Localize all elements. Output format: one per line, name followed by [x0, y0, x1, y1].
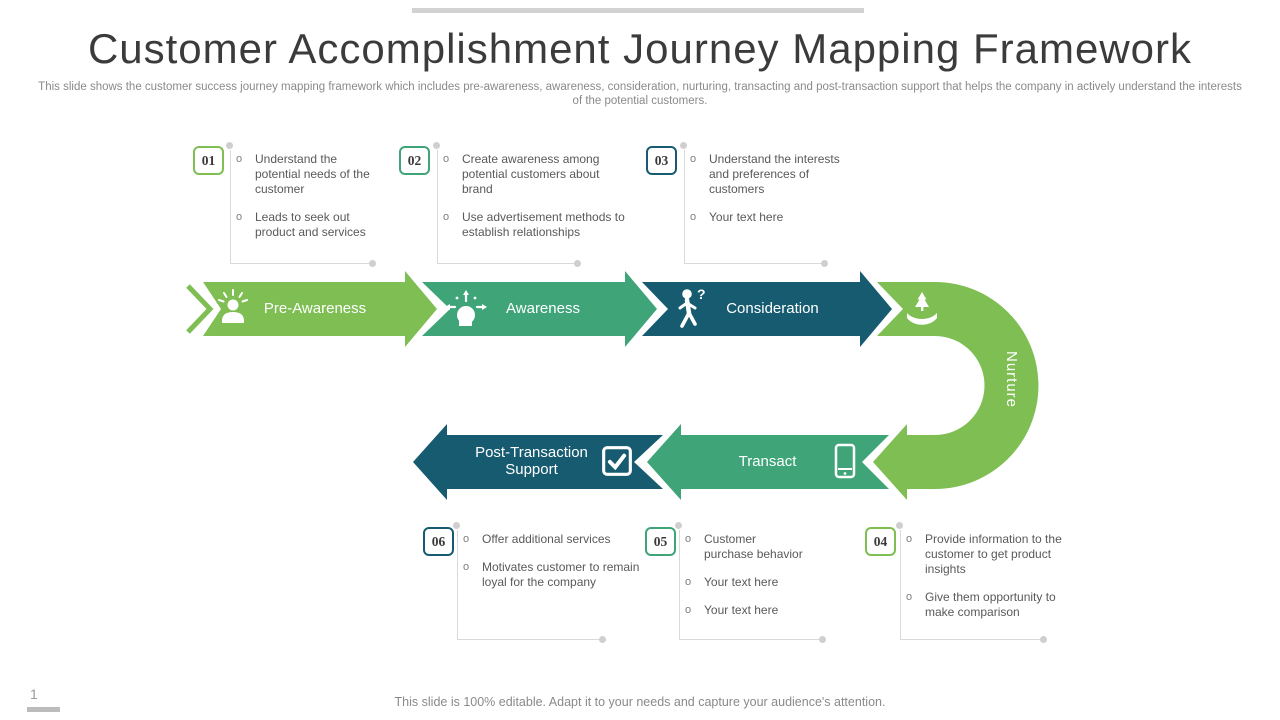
bullet-text: Understand the potential needs of the cu… [255, 152, 370, 196]
page-number: 1 [30, 686, 38, 702]
stage-label-nurture: Nurture [1003, 351, 1020, 409]
awareness-arrow [422, 271, 657, 347]
connector-dot [453, 522, 460, 529]
bullet-marker: o [443, 211, 450, 223]
step-number-02: 02 [399, 146, 430, 175]
step-number-04: 04 [865, 527, 896, 556]
bullet-text: Understand the interests and preferences… [709, 152, 840, 196]
pre-awareness-arrow [203, 271, 437, 347]
transact-arrow [647, 424, 889, 500]
bullet-marker: o [906, 533, 913, 545]
page-number-underline [27, 707, 60, 712]
top-accent-bar [412, 8, 864, 13]
connector-line [684, 260, 828, 267]
connector-dot [599, 636, 606, 643]
svg-text:?: ? [697, 287, 706, 302]
bullet-marker: o [463, 533, 470, 545]
flow-start-chevron [186, 284, 214, 334]
bullet-text: Give them opportunity to make comparison [925, 590, 1056, 619]
connector-dot [1040, 636, 1047, 643]
bullet-text: Offer additional services [482, 532, 611, 546]
callout-03: o Understand the interests and preference… [680, 142, 857, 267]
connector-line [230, 260, 376, 267]
bullet-marker: o [685, 576, 692, 588]
connector-line [900, 636, 1047, 643]
stage-label-transact: Transact [738, 453, 797, 470]
step-number-01: 01 [193, 146, 224, 175]
step-number-06: 06 [423, 527, 454, 556]
connector-dot [819, 636, 826, 643]
checkbox-icon [602, 446, 632, 476]
bullet-marker: o [463, 561, 470, 573]
bullet-text: Motivates customer to remain loyal for t… [482, 560, 640, 589]
bullet-marker: o [690, 153, 697, 165]
bullet-text: Your text here [704, 603, 779, 617]
bullet-text: Your text here [709, 210, 784, 224]
callout-01: o Understand the potential needs of the c… [226, 142, 376, 267]
footer-note: This slide is 100% editable. Adapt it to… [394, 695, 886, 709]
step-number-03: 03 [646, 146, 677, 175]
connector-dot [574, 260, 581, 267]
callout-02: o Create awareness among potential custom… [433, 142, 628, 267]
connector-dot [896, 522, 903, 529]
stage-label-pre-awareness: Pre-Awareness [263, 300, 367, 317]
connector-line [437, 260, 581, 267]
connector-line [679, 636, 826, 643]
connector-dot [821, 260, 828, 267]
bullet-text: Create awareness among potential custome… [462, 152, 600, 196]
connector-line [457, 636, 606, 643]
stage-label-post-transaction: Post-Transaction Support [475, 444, 588, 478]
callout-04: o Provide information to the customer to … [896, 522, 1078, 643]
connector-dot [680, 142, 687, 149]
bullet-text: Your text here [704, 575, 779, 589]
bullet-marker: o [236, 153, 243, 165]
step-number-05: 05 [645, 527, 676, 556]
connector-dot [675, 522, 682, 529]
smartphone-icon [834, 443, 856, 479]
bullet-marker: o [443, 153, 450, 165]
stage-label-awareness: Awareness [506, 300, 580, 317]
post-transaction-arrow [413, 424, 663, 500]
consideration-arrow [642, 271, 892, 347]
slide-subtitle: This slide shows the customer success jo… [38, 81, 1242, 107]
bullet-marker: o [685, 533, 692, 545]
nurture-curve-arrow [873, 282, 1039, 500]
bullet-text: Use advertisement methods to establish r… [462, 210, 625, 239]
bullet-marker: o [690, 211, 697, 223]
bullet-marker: o [685, 604, 692, 616]
bullet-text: Provide information to the customer to g… [925, 532, 1062, 576]
bullet-marker: o [906, 591, 913, 603]
connector-dot [433, 142, 440, 149]
stage-label-consideration: Consideration [726, 300, 819, 317]
walking-person-question-icon: ? [678, 287, 706, 328]
awareness-head-icon [445, 290, 487, 326]
bullet-text: Leads to seek out product and services [255, 210, 366, 239]
bullet-marker: o [236, 211, 243, 223]
person-idea-icon [218, 289, 248, 323]
bullet-text: Customer purchase behavior [704, 532, 803, 561]
connector-dot [226, 142, 233, 149]
page-title: Customer Accomplishment Journey Mapping … [87, 25, 1193, 72]
connector-dot [369, 260, 376, 267]
hands-holding-plant-icon [907, 292, 937, 325]
